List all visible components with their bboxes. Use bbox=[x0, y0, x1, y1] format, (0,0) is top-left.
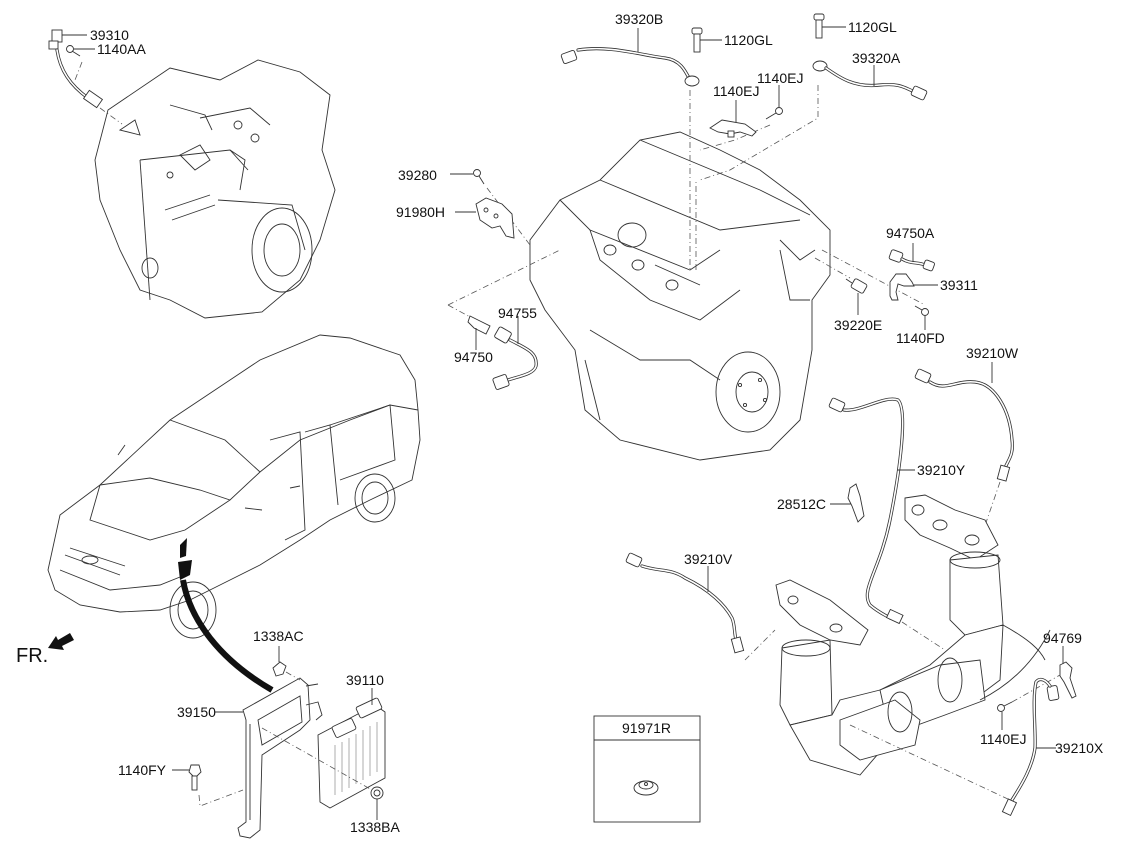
knock-sensor-39320B[interactable] bbox=[560, 28, 700, 87]
bolt-1140AA[interactable] bbox=[66, 45, 96, 81]
part-label-39210W: 39210W bbox=[966, 345, 1019, 361]
oxygen-sensor-39210V[interactable] bbox=[625, 552, 776, 661]
sensor-39220E[interactable] bbox=[845, 278, 868, 315]
harness-94750A[interactable] bbox=[888, 243, 935, 272]
part-label-1338BA: 1338BA bbox=[350, 819, 400, 835]
part-label-39310: 39310 bbox=[90, 27, 129, 43]
nut-1338BA[interactable] bbox=[261, 727, 384, 820]
part-label-39220E: 39220E bbox=[834, 317, 882, 333]
part-label-39210X: 39210X bbox=[1055, 740, 1104, 756]
part-label-39320B: 39320B bbox=[615, 11, 663, 27]
part-label-1140EJ-top: 1140EJ bbox=[757, 70, 803, 86]
part-label-1140FD: 1140FD bbox=[896, 330, 945, 346]
part-label-1140FY: 1140FY bbox=[118, 762, 167, 778]
harness-94755[interactable] bbox=[492, 316, 538, 390]
ecm-bracket-39150[interactable] bbox=[215, 677, 323, 839]
part-label-1140AA: 1140AA bbox=[97, 41, 146, 57]
bracket-94769[interactable] bbox=[1059, 646, 1077, 699]
front-direction-label: FR. bbox=[16, 645, 48, 667]
front-arrow-icon bbox=[48, 633, 74, 650]
sensor-94750[interactable] bbox=[467, 315, 491, 350]
part-label-1140EJ-lower: 1140EJ bbox=[980, 731, 1026, 747]
bolt-1120GL-right[interactable] bbox=[813, 13, 846, 39]
bolt-1140FY[interactable] bbox=[172, 764, 244, 807]
inset-box-label: 91971R bbox=[622, 720, 671, 736]
oxygen-sensor-39210Y[interactable] bbox=[828, 397, 946, 651]
knock-sensor-39320A[interactable] bbox=[812, 60, 928, 101]
front-direction-indicator: FR. bbox=[16, 633, 74, 667]
oxygen-sensor-39210W[interactable] bbox=[914, 362, 1014, 541]
part-label-91980H: 91980H bbox=[396, 204, 445, 220]
bracket-28512C[interactable] bbox=[830, 483, 865, 523]
part-label-39210Y: 39210Y bbox=[917, 462, 966, 478]
bolt-1140FD[interactable] bbox=[914, 305, 929, 330]
part-label-1120GL-left: 1120GL bbox=[724, 32, 773, 48]
bracket-91980H[interactable] bbox=[475, 197, 515, 239]
bolt-1140EJ-top[interactable] bbox=[765, 85, 783, 120]
bracket-39280[interactable] bbox=[709, 100, 757, 138]
ecm-location-marker bbox=[178, 538, 274, 693]
part-label-39150: 39150 bbox=[177, 704, 216, 720]
transmission-assembly bbox=[94, 59, 336, 319]
engine-assembly bbox=[529, 131, 831, 461]
part-label-94750A: 94750A bbox=[886, 225, 935, 241]
part-label-39311: 39311 bbox=[940, 277, 978, 293]
ecm-39110[interactable] bbox=[317, 688, 386, 809]
exhaust-manifold-catalytic-converter bbox=[775, 494, 1051, 801]
oxygen-sensor-39210X[interactable] bbox=[1001, 677, 1060, 817]
part-label-1140EJ-left: 39280 bbox=[398, 167, 437, 183]
grommet-icon bbox=[633, 780, 659, 796]
part-label-94750: 94750 bbox=[454, 349, 493, 365]
speed-sensor-39310[interactable] bbox=[48, 29, 123, 125]
inset-box-91971R[interactable]: 91971R bbox=[593, 715, 701, 823]
part-label-39210V: 39210V bbox=[684, 551, 733, 567]
part-label-28512C: 28512C bbox=[777, 496, 826, 512]
part-label-39320A: 39320A bbox=[852, 50, 901, 66]
part-label-1338AC: 1338AC bbox=[253, 628, 304, 644]
bracket-39311[interactable] bbox=[889, 273, 938, 301]
part-label-1120GL-right: 1120GL bbox=[848, 19, 897, 35]
part-label-94755: 94755 bbox=[498, 305, 537, 321]
part-label-39280: 1140EJ bbox=[713, 83, 759, 99]
bolt-1120GL-left[interactable] bbox=[691, 27, 722, 53]
part-label-94769: 94769 bbox=[1043, 630, 1082, 646]
vehicle-illustration bbox=[47, 334, 421, 639]
part-label-39110: 39110 bbox=[346, 672, 384, 688]
nut-1338AC[interactable] bbox=[272, 646, 301, 681]
